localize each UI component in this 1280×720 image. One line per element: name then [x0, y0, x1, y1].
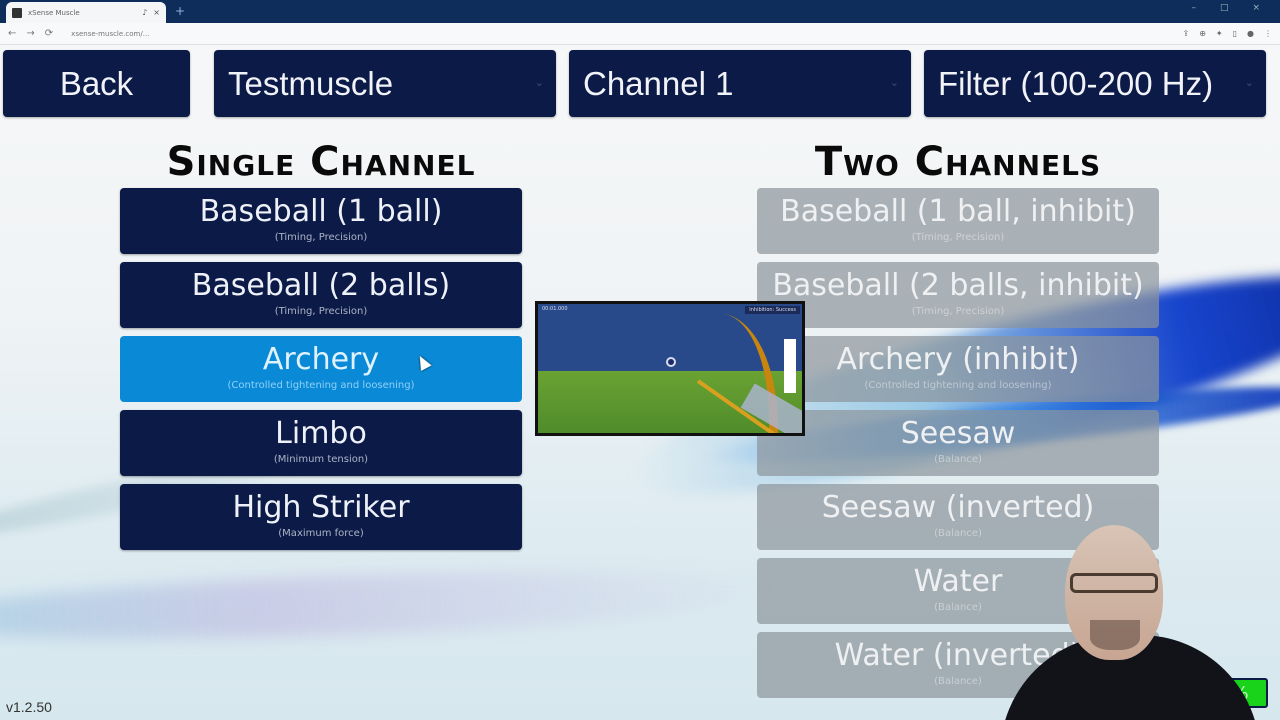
filter-select-value: Filter (100-200 Hz) — [938, 64, 1214, 102]
muscle-select[interactable]: Testmuscle ⌄ — [214, 50, 556, 117]
share-icon[interactable]: ⇪ — [1182, 29, 1190, 38]
maximize-icon[interactable]: □ — [1219, 3, 1229, 13]
game-high-striker[interactable]: High Striker (Maximum force) — [120, 484, 522, 550]
window-controls: – □ × — [1191, 3, 1260, 13]
background-wave — [0, 559, 801, 651]
forward-arrow-icon[interactable]: → — [26, 28, 35, 39]
url-field[interactable]: xsense-muscle.com/... — [71, 29, 150, 38]
reload-icon[interactable]: ⟳ — [44, 28, 54, 39]
target-icon — [666, 357, 676, 367]
zoom-icon[interactable]: ⊕ — [1199, 29, 1206, 38]
channel-select-value: Channel 1 — [583, 64, 734, 102]
version-label: v1.2.50 — [6, 699, 52, 715]
webcam-overlay — [990, 525, 1280, 720]
back-arrow-icon[interactable]: ← — [8, 28, 17, 39]
tab-close-icon[interactable]: × — [153, 8, 160, 17]
game-limbo[interactable]: Limbo (Minimum tension) — [120, 410, 522, 476]
game-baseball-2-balls[interactable]: Baseball (2 balls) (Timing, Precision) — [120, 262, 522, 328]
single-channel-heading: Single Channel — [166, 139, 476, 185]
address-bar: ← → ⟳ xsense-muscle.com/... ⇪ ⊕ ✦ ▯ ● ⋮ — [0, 23, 1280, 45]
game-preview: 00:01.000 Inhibition: Success — [535, 301, 805, 436]
tab-title: xSense Muscle — [28, 8, 80, 17]
presenter-glasses — [1070, 573, 1158, 593]
menu-icon[interactable]: ⋮ — [1264, 29, 1272, 38]
favicon-icon — [12, 7, 22, 18]
game-seesaw[interactable]: Seesaw (Balance) — [757, 410, 1159, 476]
extensions-icon[interactable]: ✦ — [1215, 29, 1223, 38]
game-baseball-1-ball[interactable]: Baseball (1 ball) (Timing, Precision) — [120, 188, 522, 254]
game-baseball-2-balls-inhibit[interactable]: Baseball (2 balls, inhibit) (Timing, Pre… — [757, 262, 1159, 328]
minimize-icon[interactable]: – — [1191, 3, 1196, 13]
game-baseball-1-ball-inhibit[interactable]: Baseball (1 ball, inhibit) (Timing, Prec… — [757, 188, 1159, 254]
new-tab-button[interactable]: + — [175, 4, 186, 18]
chevron-down-icon: ⌄ — [1244, 77, 1254, 89]
chevron-down-icon: ⌄ — [889, 77, 899, 89]
browser-tab-bar: xSense Muscle ♪ × + – □ × — [0, 0, 1280, 23]
back-button[interactable]: Back — [3, 50, 190, 117]
two-channels-heading: Two Channels — [814, 139, 1102, 185]
muscle-select-value: Testmuscle — [228, 64, 394, 102]
preview-timer: 00:01.000 — [542, 306, 568, 312]
sidepanel-icon[interactable]: ▯ — [1232, 29, 1238, 38]
audio-icon[interactable]: ♪ — [142, 8, 148, 17]
presenter-beard — [1090, 620, 1140, 650]
chevron-down-icon: ⌄ — [534, 77, 544, 89]
channel-select[interactable]: Channel 1 ⌄ — [569, 50, 911, 117]
filter-select[interactable]: Filter (100-200 Hz) ⌄ — [924, 50, 1266, 117]
preview-status: Inhibition: Success — [745, 306, 800, 314]
tension-meter — [784, 339, 796, 393]
extension-icons: ⇪ ⊕ ✦ ▯ ● ⋮ — [1183, 29, 1273, 38]
game-archery-inhibit[interactable]: Archery (inhibit) (Controlled tightening… — [757, 336, 1159, 402]
game-archery[interactable]: Archery (Controlled tightening and loose… — [120, 336, 522, 402]
browser-tab[interactable]: xSense Muscle ♪ × — [6, 2, 166, 23]
game-selection-page: Back Testmuscle ⌄ Channel 1 ⌄ Filter (10… — [0, 45, 1280, 720]
close-window-icon[interactable]: × — [1252, 3, 1260, 13]
profile-icon[interactable]: ● — [1247, 29, 1254, 38]
